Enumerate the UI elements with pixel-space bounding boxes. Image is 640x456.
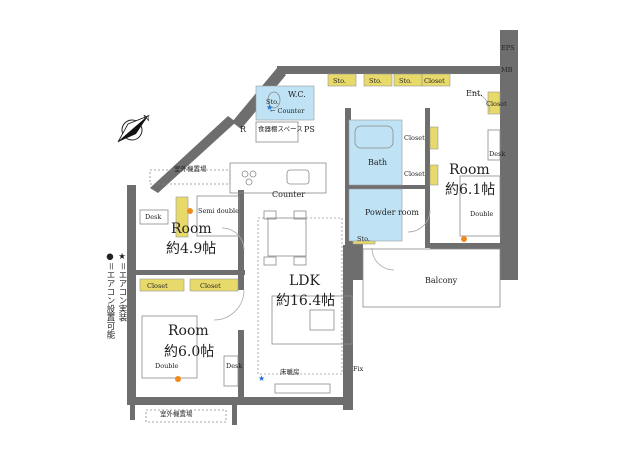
sto-label-3: Sto. — [399, 77, 412, 85]
room-label-bottom-left-size: 約6.0帖 — [164, 344, 214, 360]
ldk-label-name: LDK — [289, 273, 321, 289]
room-label-top-left-name: Room — [171, 221, 212, 237]
fix-label: Fix — [353, 365, 364, 373]
balcony-label: Balcony — [425, 276, 458, 285]
r-label: R — [240, 125, 247, 134]
ac-possible-dot-icon — [461, 236, 467, 242]
powder-room-label: Powder room — [365, 208, 419, 217]
compass-label: N — [143, 114, 150, 123]
room-label-right-size: 約6.1帖 — [445, 182, 495, 198]
room-labels: Room 約4.9帖 Room 約6.0帖 Room 約6.1帖 LDK 約16… — [164, 162, 495, 360]
exterior-walls — [127, 30, 518, 425]
wet-areas — [255, 85, 403, 242]
fixtures — [139, 91, 501, 423]
closet-label-4: Closet — [486, 100, 507, 108]
wc-label: W.C. — [288, 90, 306, 99]
closet-label-3: Closet — [424, 77, 445, 85]
ac-legend: ★＝エアコン実装 ●＝エアコン設置可能 — [105, 252, 128, 339]
legend-ac-possible: ●＝エアコン設置可能 — [105, 252, 115, 339]
eps-label: EPS — [501, 44, 515, 52]
room-label-bottom-left-name: Room — [168, 323, 209, 339]
closet-label-1: Closet — [147, 282, 168, 290]
sto-label-1: Sto. — [333, 77, 346, 85]
bed-label-semi-double: Semi double — [198, 207, 239, 215]
ac-installed-star-icon-wc: ★ — [266, 103, 273, 112]
bed-label-double-right: Double — [470, 210, 494, 218]
ps-label: PS — [304, 125, 315, 134]
sto-label-2: Sto. — [369, 77, 382, 85]
wc-counter-label: ← Counter — [270, 107, 305, 115]
legend-ac-installed: ★＝エアコン実装 — [117, 252, 127, 322]
ac-markers: ★ ★ — [175, 103, 467, 383]
ac-possible-dot-icon — [187, 208, 193, 214]
closet-label-5: Closet — [404, 134, 425, 142]
floor-heating-label: 床暖房 — [280, 367, 300, 376]
sto-label-5: Sto. — [357, 235, 370, 243]
ac-installed-star-icon: ★ — [258, 374, 265, 383]
desk-label-right: Desk — [489, 150, 505, 158]
north-arrow-icon: N — [117, 114, 150, 143]
desk-label-bottom: Desk — [226, 362, 242, 370]
outdoor-unit-top-label: 室外機置場 — [174, 164, 207, 173]
fixture-labels: Bath Powder room W.C. ← Counter Counter … — [145, 44, 515, 418]
closet-label-6: Closet — [404, 170, 425, 178]
bath-label: Bath — [368, 158, 387, 167]
closet-label-2: Closet — [200, 282, 221, 290]
bed-label-double-left: Double — [155, 362, 179, 370]
ldk-label-size: 約16.4帖 — [276, 293, 335, 309]
kitchen-counter-label: Counter — [272, 190, 305, 199]
sto-label-4: Sto. — [266, 98, 279, 106]
pantry-label: 食器棚スペース — [258, 124, 303, 133]
ac-possible-dot-icon — [175, 376, 181, 382]
outdoor-unit-bottom-label: 室外機置場 — [160, 409, 193, 418]
ent-label: Ent. — [466, 89, 483, 98]
room-label-top-left-size: 約4.9帖 — [166, 241, 216, 257]
mb-label: MB — [501, 66, 513, 74]
room-label-right-name: Room — [449, 162, 490, 178]
desk-label-top: Desk — [145, 213, 161, 221]
